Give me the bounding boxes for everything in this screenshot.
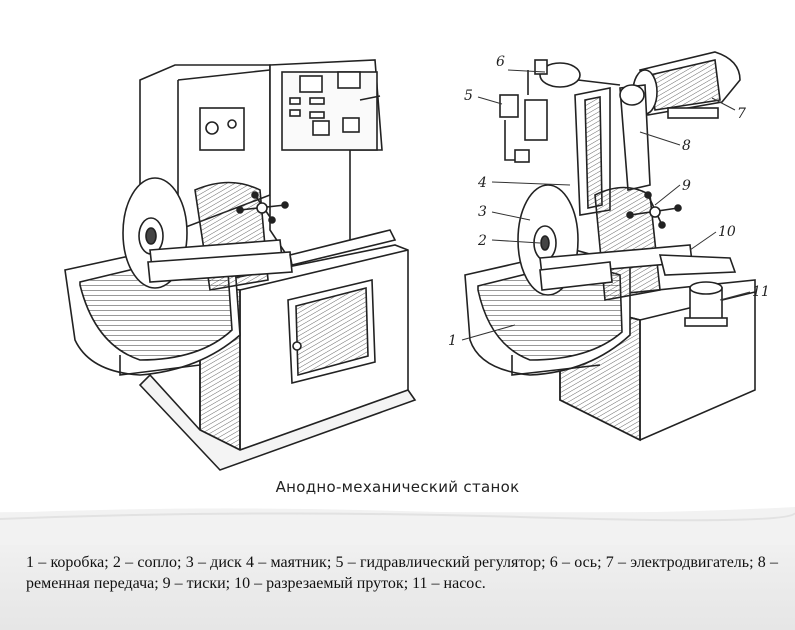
door-knob [292,341,302,351]
callout-4: 4 [477,175,487,191]
callout-2: 2 [477,233,487,249]
switch-2 [342,117,360,133]
left-machine [64,59,417,471]
left-small-panel [199,107,245,151]
callout-leaders [461,69,751,341]
right-machine [464,51,756,442]
right-axis-top [534,59,621,88]
right-hydraulic-regulator [499,70,548,163]
callout-11: 11 [752,284,770,300]
right-motor [632,51,741,119]
legend-text: 1 – коробка; 2 – сопло; 3 – диск 4 – мая… [26,554,778,592]
right-cut-bar [658,254,737,276]
right-vise-handwheel [626,191,682,229]
meter-1 [299,75,323,93]
callout-5: 5 [464,88,473,104]
right-pump [684,281,728,327]
left-plinth [138,373,417,471]
left-vise-handwheel [236,191,289,224]
callout-6: 6 [496,54,505,70]
callout-9: 9 [682,178,691,194]
legend-wave-decoration [0,507,795,545]
machine-illustration: 1 2 3 4 5 6 7 8 9 10 11 [64,51,770,471]
figure-caption: Анодно-механический станок [275,478,520,496]
callout-3: 3 [478,204,487,220]
switch-1 [312,120,330,136]
callout-7: 7 [737,106,746,122]
callout-10: 10 [718,224,736,240]
callout-8: 8 [682,138,691,154]
callout-1: 1 [448,333,457,349]
callout-labels: 1 2 3 4 5 6 7 8 9 10 11 [448,54,770,349]
meter-2 [337,71,361,89]
